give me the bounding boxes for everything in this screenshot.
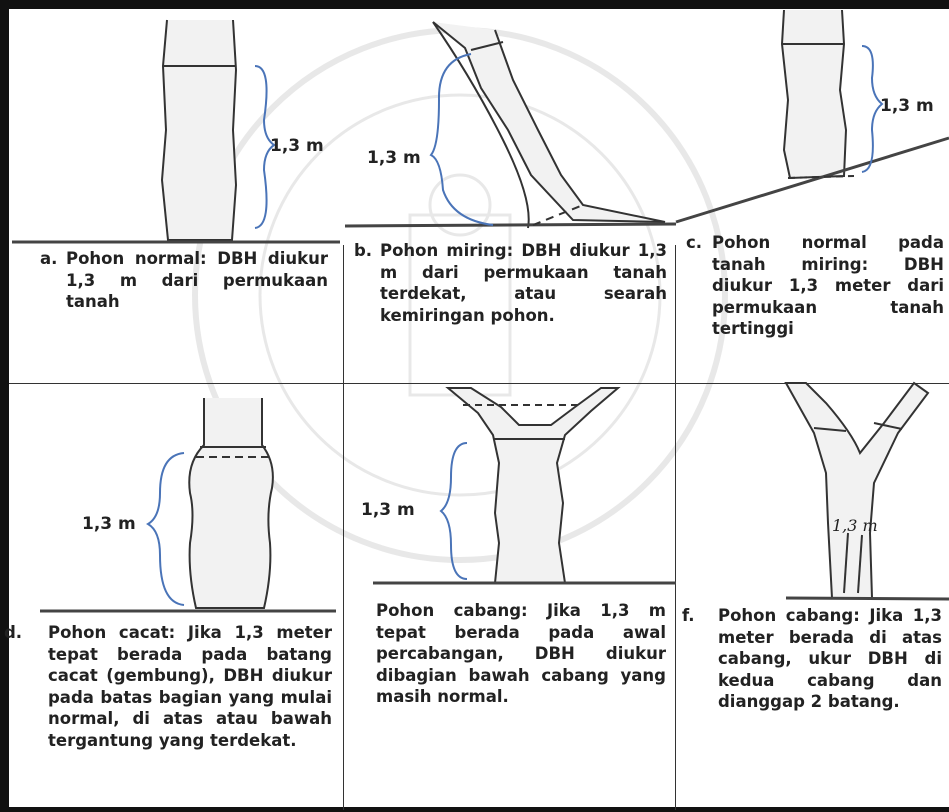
measure-label-e: 1,3 m (361, 500, 415, 520)
handwritten-label-f: 1,3 m (832, 516, 878, 535)
caption-f: f. Pohon cabang: Jika 1,3 meter berada d… (718, 605, 942, 713)
caption-f-letter: f. (682, 605, 695, 627)
caption-a-text: Pohon normal: DBH diukur 1,3 m dari perm… (66, 248, 328, 313)
caption-d-letter: d. (4, 622, 22, 644)
caption-c: c. Pohon normal pada tanah miring: DBH d… (712, 232, 944, 340)
caption-e-text: Pohon cabang: Jika 1,3 m tepat berada pa… (376, 600, 666, 708)
caption-b-letter: b. (354, 240, 372, 262)
caption-e: e. Pohon cabang: Jika 1,3 m tepat berada… (376, 600, 666, 708)
measure-label-b: 1,3 m (367, 148, 421, 168)
caption-b-text: Pohon miring: DBH diukur 1,3 m dari perm… (380, 240, 667, 326)
caption-d-text: Pohon cacat: Jika 1,3 meter tepat berada… (48, 622, 332, 751)
caption-c-letter: c. (686, 232, 702, 254)
caption-c-text: Pohon normal pada tanah miring: DBH diuk… (712, 232, 944, 340)
measure-label-d: 1,3 m (82, 514, 136, 534)
caption-a-letter: a. (40, 248, 57, 270)
caption-a: a. Pohon normal: DBH diukur 1,3 m dari p… (66, 248, 328, 313)
caption-f-text: Pohon cabang: Jika 1,3 meter berada di a… (718, 605, 942, 713)
caption-b: b. Pohon miring: DBH diukur 1,3 m dari p… (380, 240, 667, 326)
measure-label-a: 1,3 m (270, 136, 324, 156)
measure-label-c: 1,3 m (880, 96, 934, 116)
caption-d: d. Pohon cacat: Jika 1,3 meter tepat ber… (48, 622, 332, 751)
